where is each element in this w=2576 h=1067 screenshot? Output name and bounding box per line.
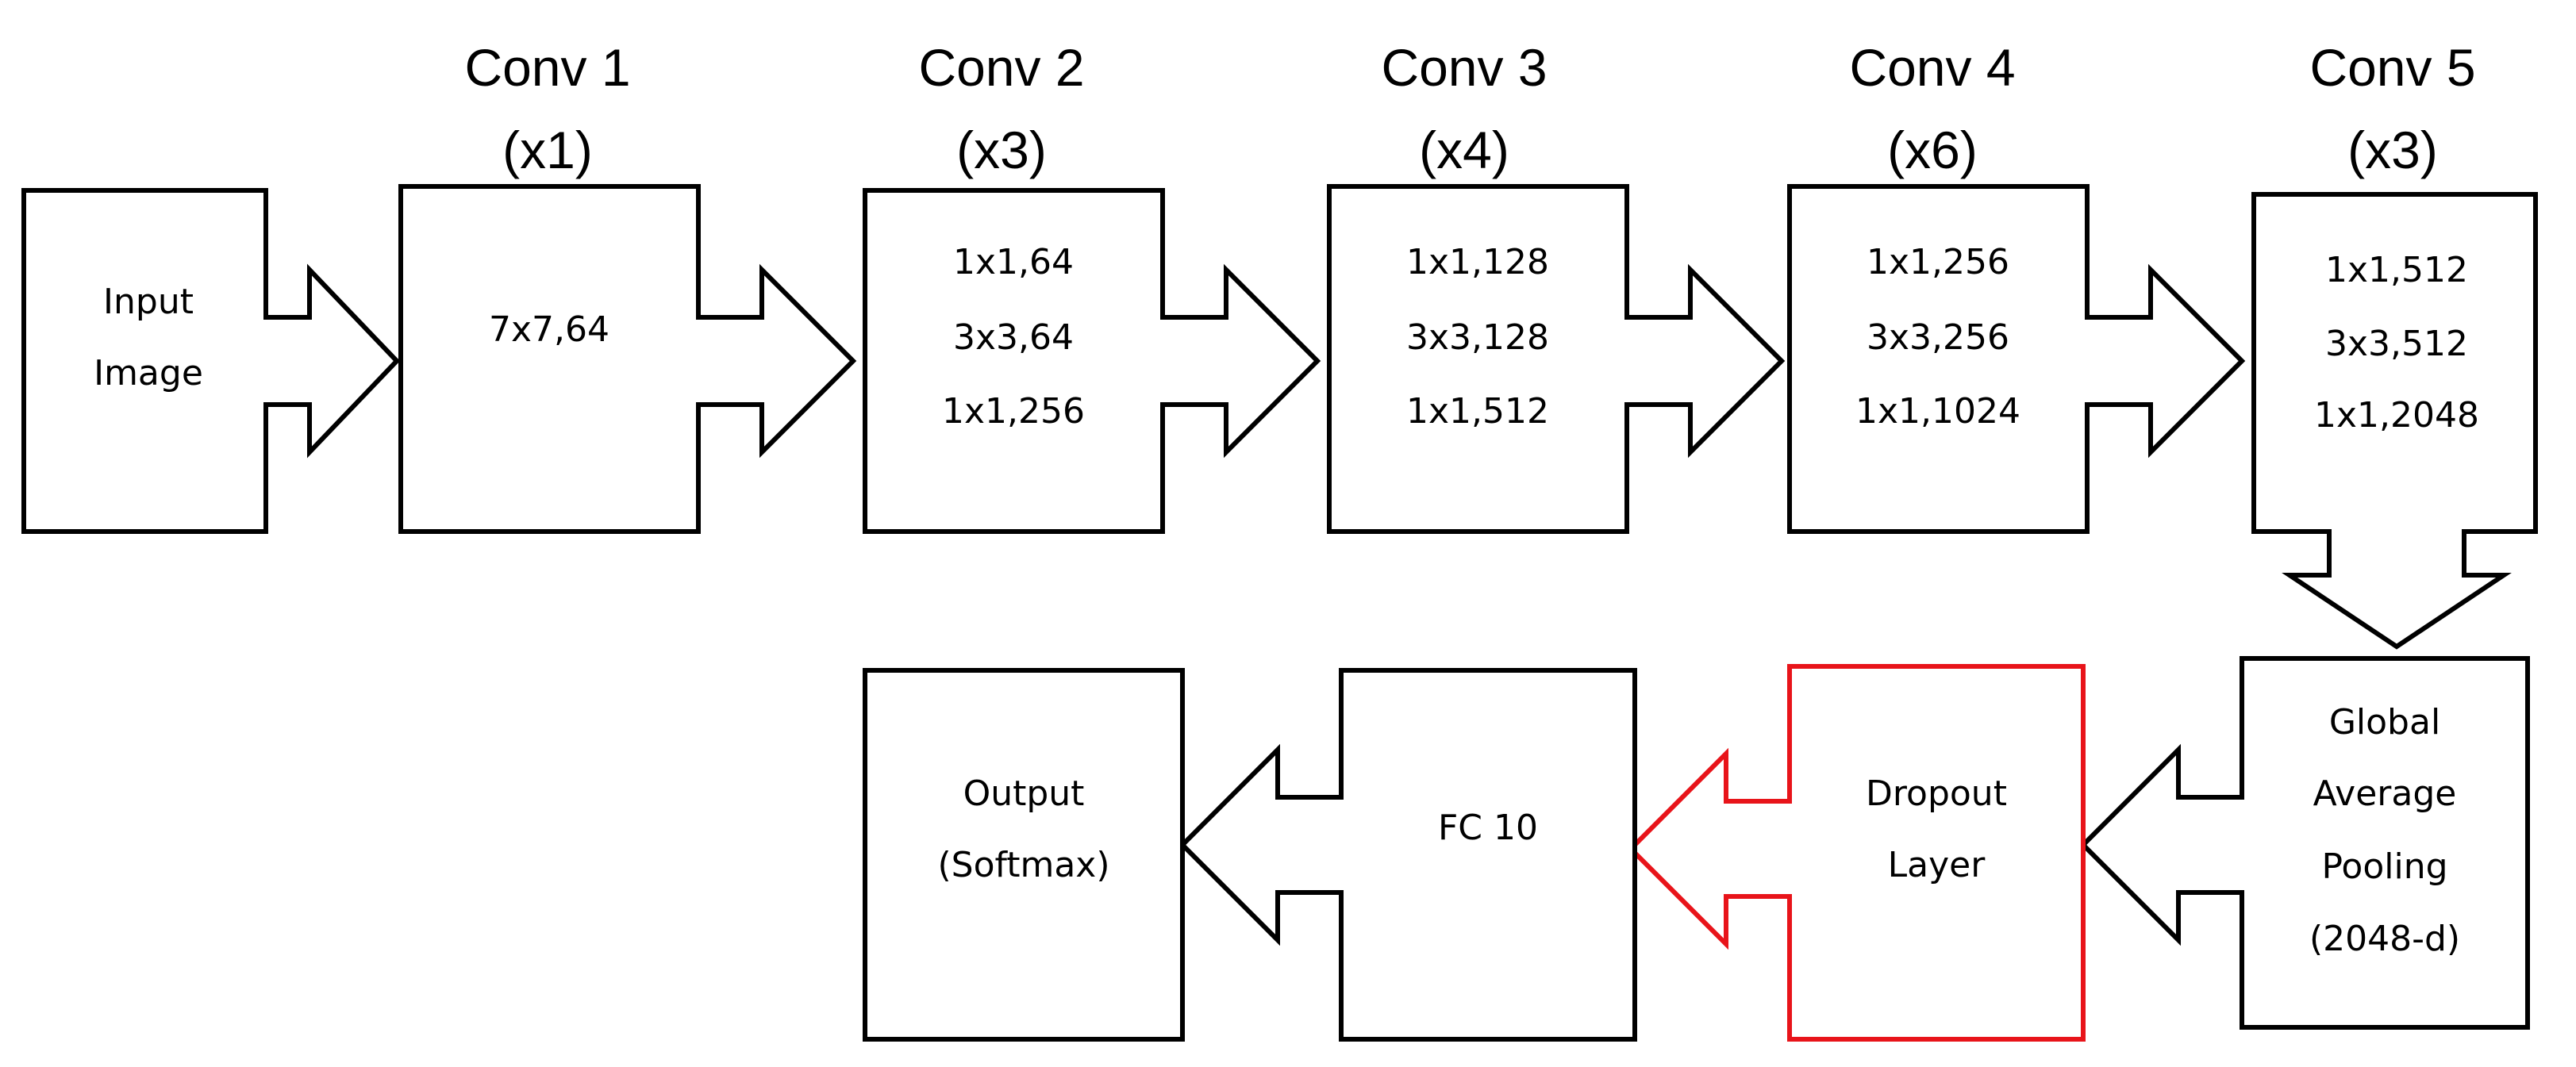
- conv4-block: [1787, 184, 2246, 534]
- fc10-label: FC 10: [1438, 808, 1538, 848]
- conv4-layer-line3: 1x1,1024: [1855, 391, 2020, 432]
- conv5-layer-line1: 1x1,512: [2325, 250, 2468, 290]
- input-label-line2: Image: [94, 353, 203, 393]
- conv2-layer-line1: 1x1,64: [953, 242, 1074, 282]
- conv2-block: [863, 188, 1321, 534]
- output-label-line2: (Softmax): [937, 845, 1109, 885]
- conv2-title: Conv 2: [918, 38, 1084, 97]
- conv5-block: [2251, 192, 2538, 650]
- conv3-block: [1327, 184, 1786, 534]
- conv1-repeat: (x1): [502, 121, 593, 179]
- dropout-layer-block: [1627, 664, 2086, 1042]
- global-average-pooling-block: [2079, 656, 2530, 1030]
- fc10-block: [1178, 668, 1637, 1042]
- output-softmax-block: [863, 668, 1185, 1042]
- gap-label-line1: Global: [2329, 702, 2440, 743]
- output-label-line1: Output: [963, 773, 1085, 814]
- conv4-layer-line1: 1x1,256: [1867, 242, 2009, 282]
- conv5-layer-line3: 1x1,2048: [2314, 395, 2479, 436]
- conv5-layer-line2: 3x3,512: [2325, 324, 2468, 364]
- conv1-layer-line1: 7x7,64: [489, 309, 609, 350]
- dropout-label-line1: Dropout: [1866, 773, 2007, 814]
- conv2-repeat: (x3): [956, 121, 1047, 179]
- conv3-layer-line1: 1x1,128: [1406, 242, 1549, 282]
- conv3-layer-line2: 3x3,128: [1406, 317, 1549, 358]
- gap-label-line2: Average: [2313, 773, 2457, 814]
- conv4-title: Conv 4: [1849, 38, 2015, 97]
- conv5-title: Conv 5: [2309, 38, 2475, 97]
- dropout-label-line2: Layer: [1888, 845, 1986, 885]
- conv1-block: [398, 184, 857, 534]
- gap-label-line4: (2048-d): [2309, 919, 2460, 959]
- input-image-block: [21, 188, 401, 534]
- input-label-line1: Input: [103, 282, 194, 322]
- conv3-title: Conv 3: [1381, 38, 1547, 97]
- conv3-repeat: (x4): [1419, 121, 1509, 179]
- conv2-layer-line3: 1x1,256: [942, 391, 1085, 432]
- conv4-layer-line2: 3x3,256: [1867, 317, 2009, 358]
- gap-label-line3: Pooling: [2321, 846, 2447, 887]
- conv4-repeat: (x6): [1887, 121, 1978, 179]
- conv2-layer-line2: 3x3,64: [953, 317, 1074, 358]
- conv5-repeat: (x3): [2347, 121, 2438, 179]
- conv1-title: Conv 1: [464, 38, 630, 97]
- conv3-layer-line3: 1x1,512: [1406, 391, 1549, 432]
